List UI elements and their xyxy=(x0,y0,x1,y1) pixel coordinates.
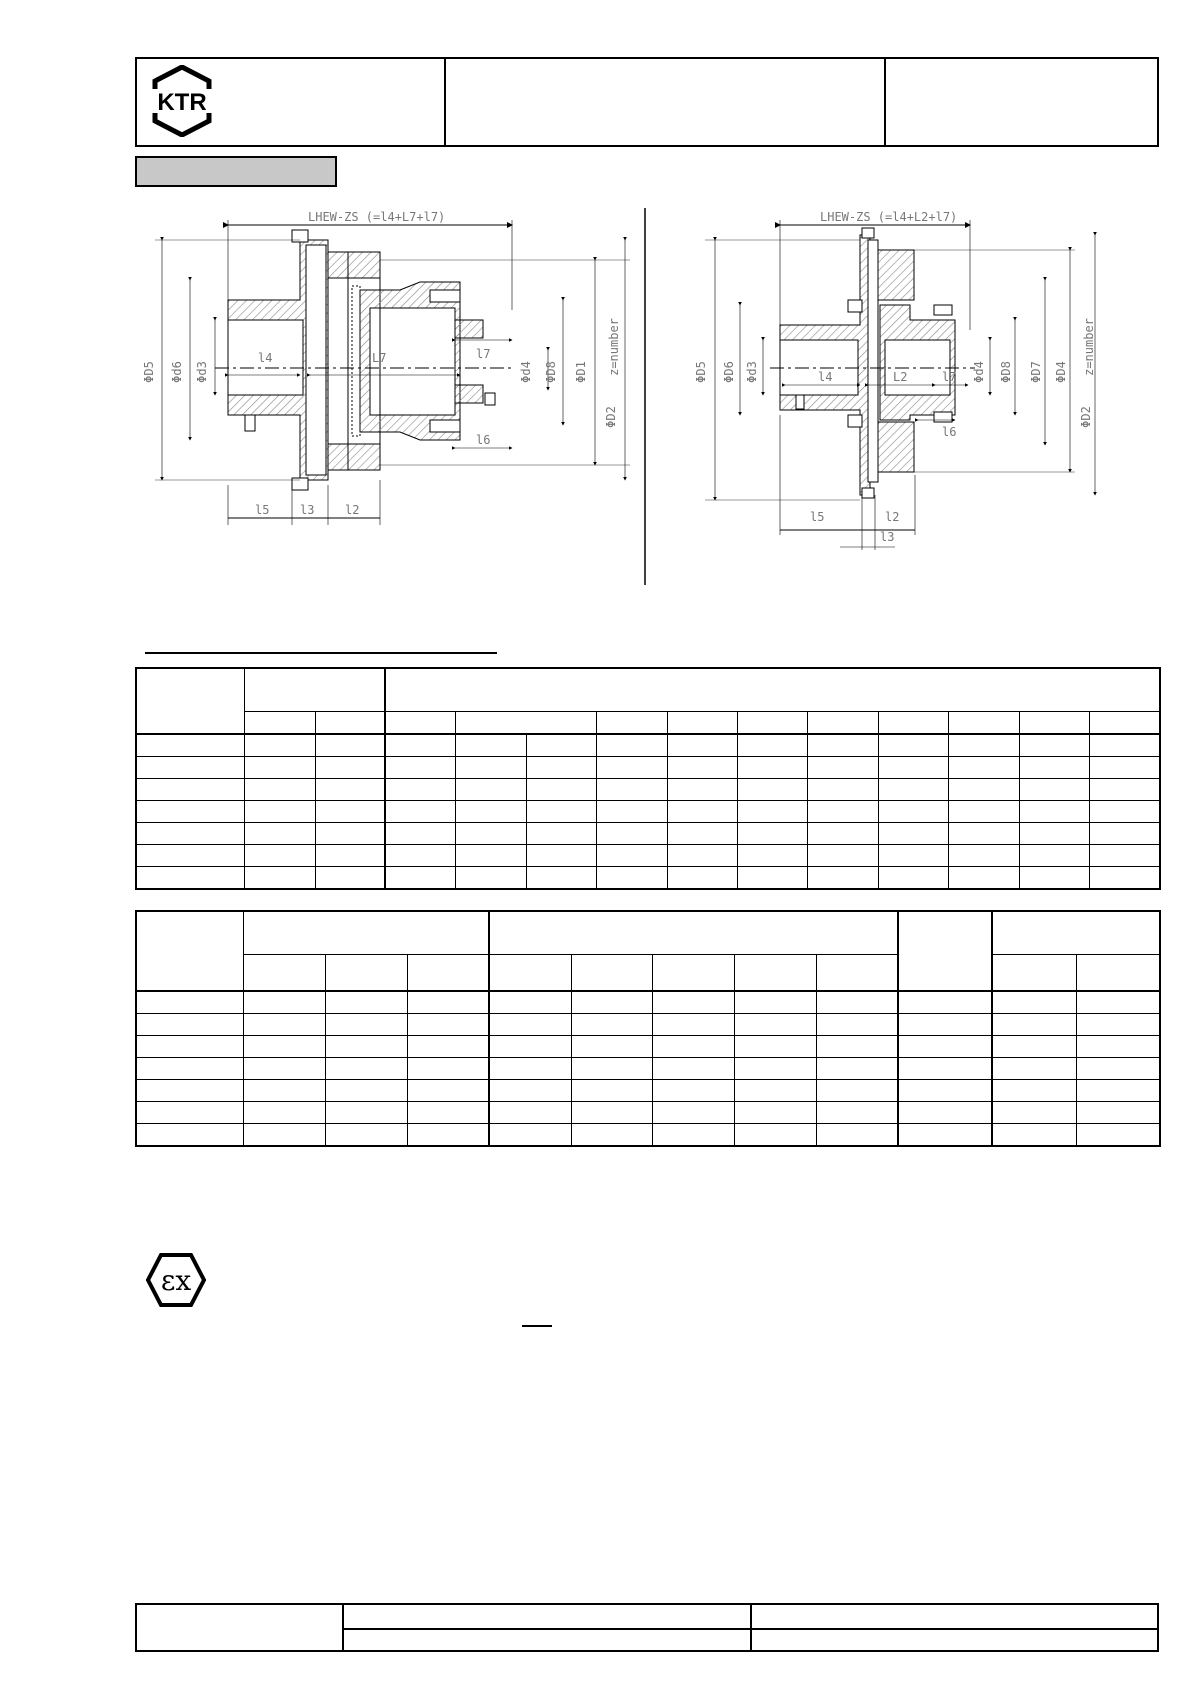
section-tab xyxy=(135,156,337,187)
table1-subheader xyxy=(314,711,387,735)
left-l6-label: l6 xyxy=(476,433,491,447)
table-row xyxy=(135,1035,1161,1058)
dimensions-table-1 xyxy=(135,667,1161,890)
table-row xyxy=(135,866,1161,890)
table1-subheader xyxy=(384,711,457,735)
left-D6-label: Φd6 xyxy=(169,361,184,383)
left-l4-label: l4 xyxy=(258,351,273,365)
table2-subheader xyxy=(816,954,900,992)
table-row xyxy=(135,844,1161,867)
left-D1-label: ΦD1 xyxy=(573,361,588,383)
right-D6-label: ΦD6 xyxy=(721,361,736,383)
right-L2-label: L2 xyxy=(893,370,908,384)
header-right-cell xyxy=(886,59,1157,145)
left-d3-label: Φd3 xyxy=(194,361,209,383)
left-D5-label: ΦD5 xyxy=(141,361,156,383)
table2-header-group-d xyxy=(991,910,1161,955)
dimensions-table-2 xyxy=(135,910,1161,1147)
table-row xyxy=(135,800,1161,823)
right-d4-label: Φd4 xyxy=(971,361,986,383)
right-total-length-label: LHEW-ZS (=l4+L2+l7) xyxy=(820,210,958,224)
table1-subheader xyxy=(948,711,1020,735)
header-frame: KTR xyxy=(135,57,1159,147)
right-D7-label: ΦD7 xyxy=(1028,361,1043,383)
table1-subheader xyxy=(596,711,668,735)
table-row xyxy=(135,822,1161,845)
table1-subheader xyxy=(666,711,738,735)
table-row xyxy=(135,990,1161,1014)
table2-header-size xyxy=(135,910,245,992)
right-D4-label: ΦD4 xyxy=(1053,361,1068,383)
left-l2-label: l2 xyxy=(345,503,360,517)
table2-subheader xyxy=(652,954,736,992)
table-row xyxy=(135,778,1161,801)
right-l2-label: l2 xyxy=(885,510,900,524)
table-row xyxy=(135,1101,1161,1124)
table1-header-size xyxy=(135,667,246,735)
table2-header-group-c xyxy=(897,910,994,992)
table2-subheader xyxy=(488,954,572,992)
footer-frame xyxy=(135,1603,1159,1652)
table-heading-underline xyxy=(145,652,497,654)
right-D2-label: ΦD2 xyxy=(1078,406,1093,428)
table-row xyxy=(135,1123,1161,1147)
technical-drawings xyxy=(155,208,1097,585)
right-D8-label: ΦD8 xyxy=(998,361,1013,383)
table2-subheader xyxy=(325,954,408,992)
table-row xyxy=(135,1079,1161,1102)
right-l6-label: l6 xyxy=(942,425,957,439)
table2-header-group-b xyxy=(488,910,900,955)
ktr-logo-icon: KTR xyxy=(149,65,215,137)
left-l3-label: l3 xyxy=(300,503,315,517)
right-coupling-section xyxy=(705,220,1097,550)
left-L7-label: L7 xyxy=(372,351,387,365)
left-total-length-label: LHEW-ZS (=l4+L7+l7) xyxy=(308,210,446,224)
table-row xyxy=(135,1013,1161,1036)
table1-header-group-a xyxy=(244,667,387,712)
right-d3-label: Φd3 xyxy=(744,361,759,383)
table1-subheader xyxy=(1089,711,1161,735)
right-l4-label: l4 xyxy=(818,370,833,384)
table-row xyxy=(135,1057,1161,1080)
right-z-label: z=number xyxy=(1081,318,1096,376)
right-l7-label: l7 xyxy=(942,370,957,384)
table2-subheader xyxy=(991,954,1077,992)
table-row xyxy=(135,756,1161,779)
table1-subheader xyxy=(244,711,316,735)
table2-header-group-a xyxy=(243,910,491,955)
table1-subheader xyxy=(807,711,879,735)
right-l3-label: l3 xyxy=(880,530,895,544)
logo-text: KTR xyxy=(157,89,206,116)
table-row xyxy=(135,733,1161,757)
table2-subheader xyxy=(243,954,327,992)
footer-left-cell xyxy=(137,1605,344,1650)
table1-subheader xyxy=(736,711,809,735)
footer-row-divider xyxy=(342,1628,1157,1630)
table2-subheader xyxy=(734,954,818,992)
table2-subheader xyxy=(570,954,654,992)
table1-header-group-b xyxy=(384,667,1161,712)
right-l5-label: l5 xyxy=(810,510,825,524)
table1-subheader xyxy=(877,711,950,735)
table2-subheader xyxy=(1075,954,1161,992)
ex-atex-icon: εx xyxy=(145,1253,207,1307)
left-l7-label: l7 xyxy=(476,347,491,361)
header-logo-cell: KTR xyxy=(137,59,446,145)
table2-subheader xyxy=(406,954,491,992)
left-z-label: z=number xyxy=(606,318,621,376)
table1-subheader xyxy=(455,711,598,735)
left-d4-label: Φd4 xyxy=(518,361,533,383)
short-underline xyxy=(522,1325,552,1327)
table1-subheader xyxy=(1018,711,1091,735)
footer-middle-cell xyxy=(342,1605,752,1650)
header-title-cell xyxy=(444,59,886,145)
left-coupling-section xyxy=(155,220,630,525)
left-D8-label: ΦD8 xyxy=(543,361,558,383)
left-D2-label: ΦD2 xyxy=(603,406,618,428)
right-D5-label: ΦD5 xyxy=(693,361,708,383)
left-l5-label: l5 xyxy=(255,503,270,517)
svg-text:εx: εx xyxy=(161,1264,192,1297)
